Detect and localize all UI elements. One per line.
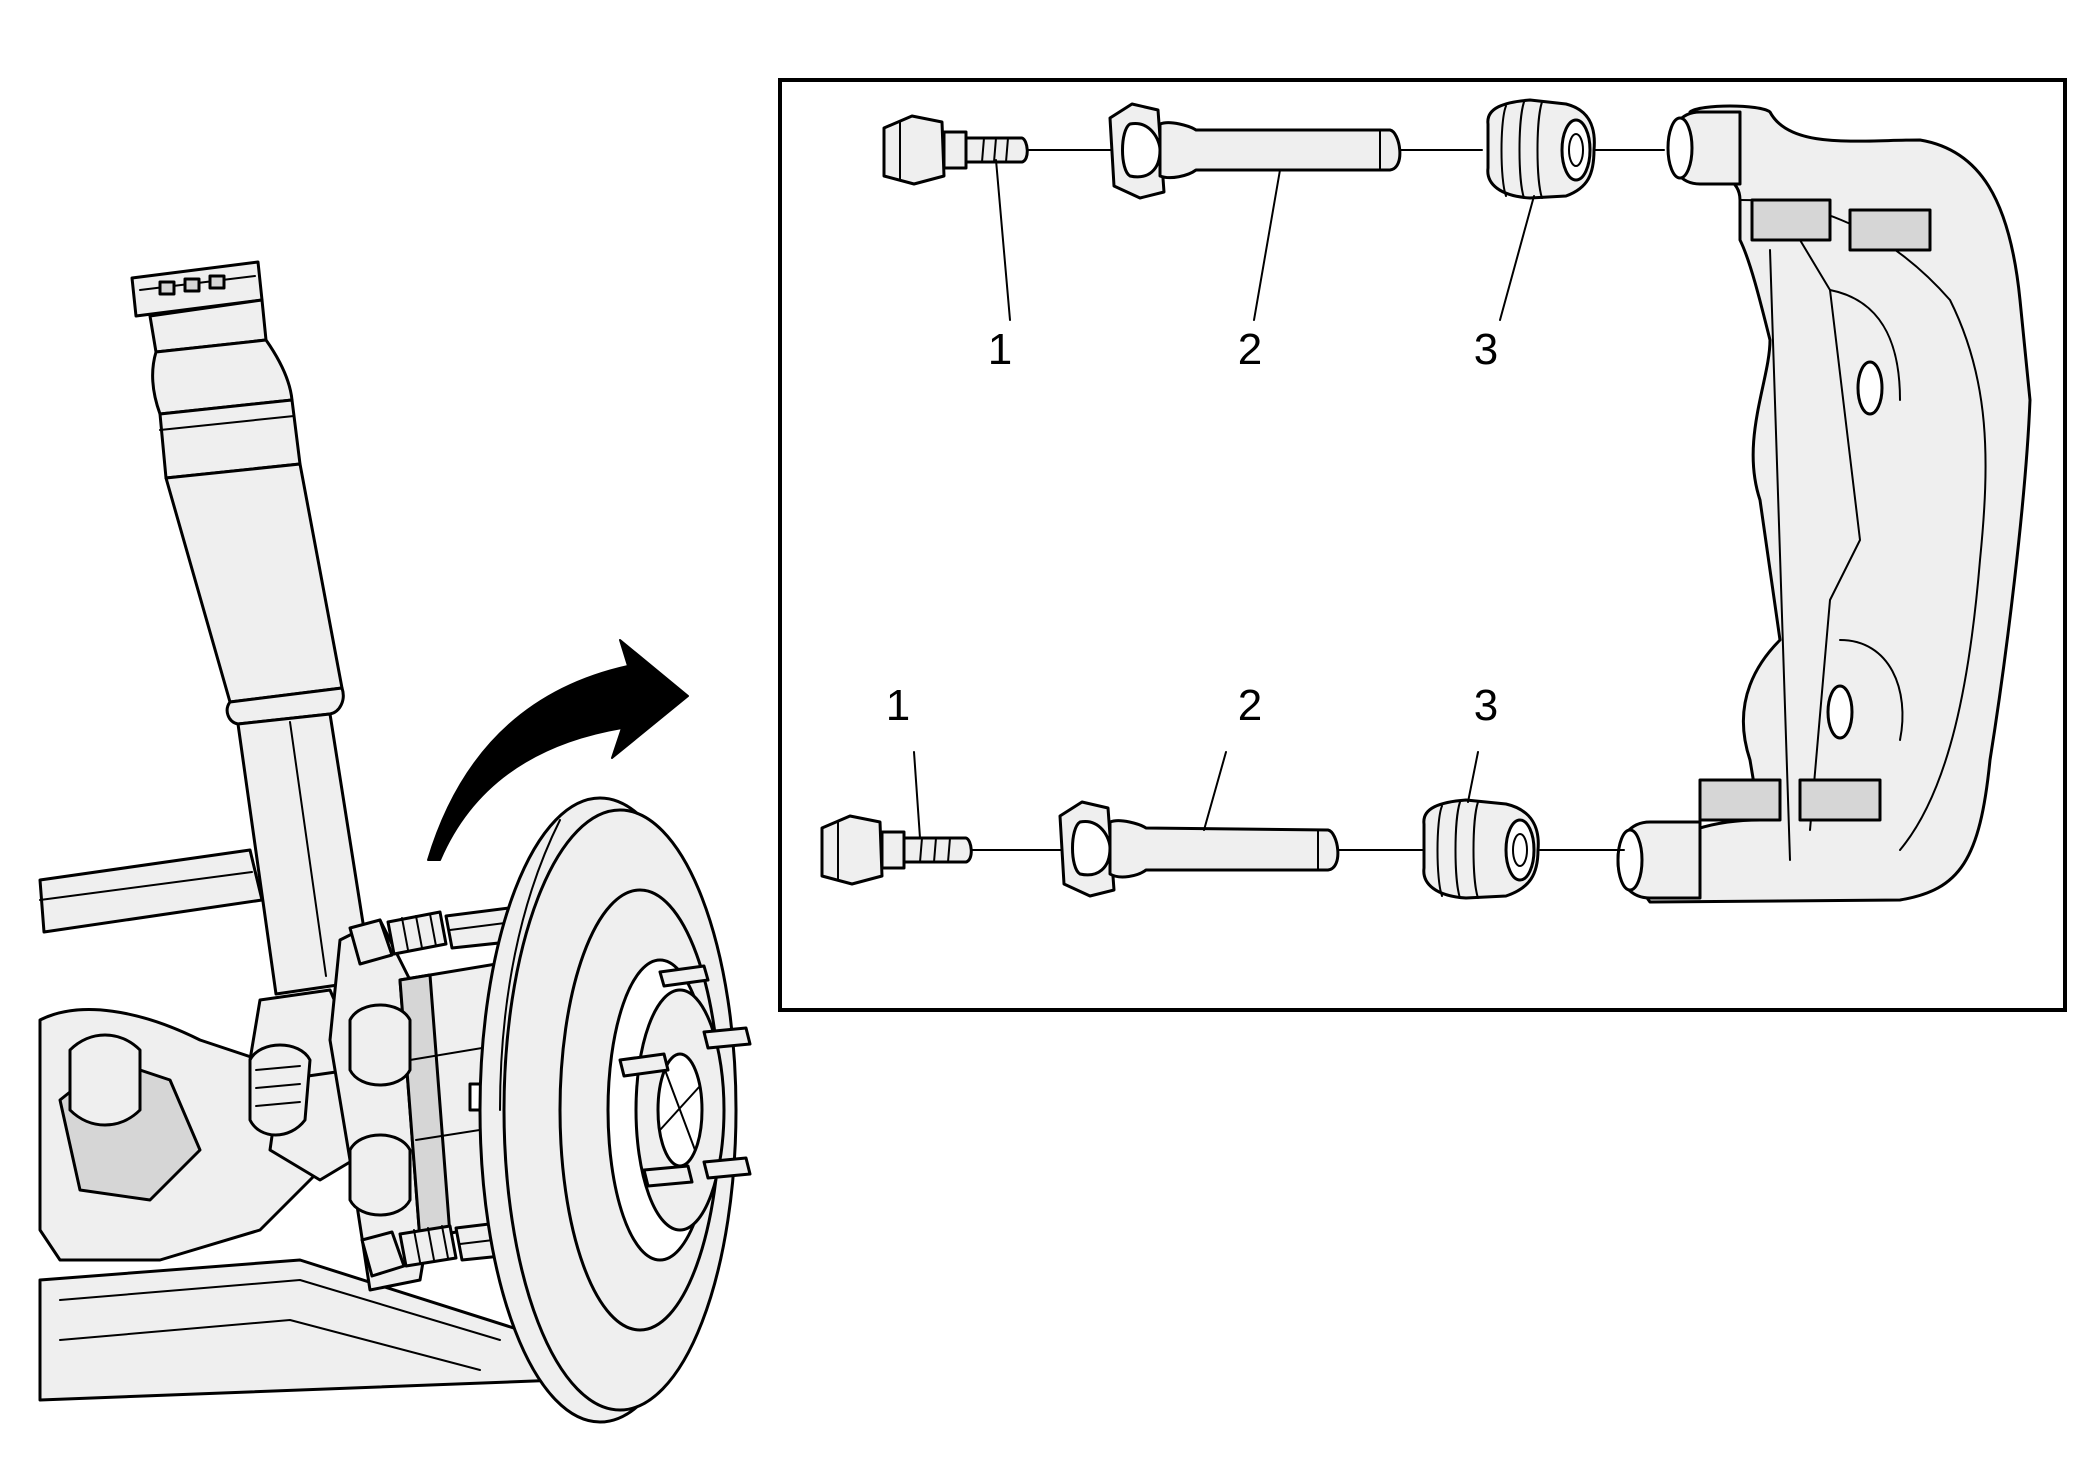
- detail-view-frame: [778, 78, 2067, 1012]
- strut-body: [151, 338, 345, 726]
- callout-bottom-pin: 2: [1238, 681, 1262, 730]
- callout-bottom-bolt: 1: [886, 681, 910, 730]
- guide-pin-bolt-top: [882, 114, 1029, 186]
- transition-arrow: [427, 639, 689, 861]
- top-row-parts: [882, 98, 1665, 321]
- callout-top-boot: 3: [1474, 325, 1498, 374]
- wheel-hub: [634, 988, 726, 1232]
- guide-pin-bolt-bottom: [820, 814, 973, 886]
- guide-pin-top: [1108, 102, 1402, 200]
- guide-pin-boot-top: [1486, 98, 1596, 200]
- strut-top-mount: [130, 260, 268, 354]
- suspension-assembly: [38, 260, 752, 1424]
- guide-pin-bottom: [1058, 800, 1340, 898]
- caliper-bracket: [1616, 104, 2032, 904]
- callout-top-pin: 2: [1238, 325, 1262, 374]
- callout-bottom-boot: 3: [1474, 681, 1498, 730]
- wheel-studs: [618, 964, 752, 1188]
- bottom-row-parts: [820, 751, 1625, 900]
- callout-top-bolt: 1: [988, 325, 1012, 374]
- guide-pin-boot-bottom: [1422, 798, 1540, 900]
